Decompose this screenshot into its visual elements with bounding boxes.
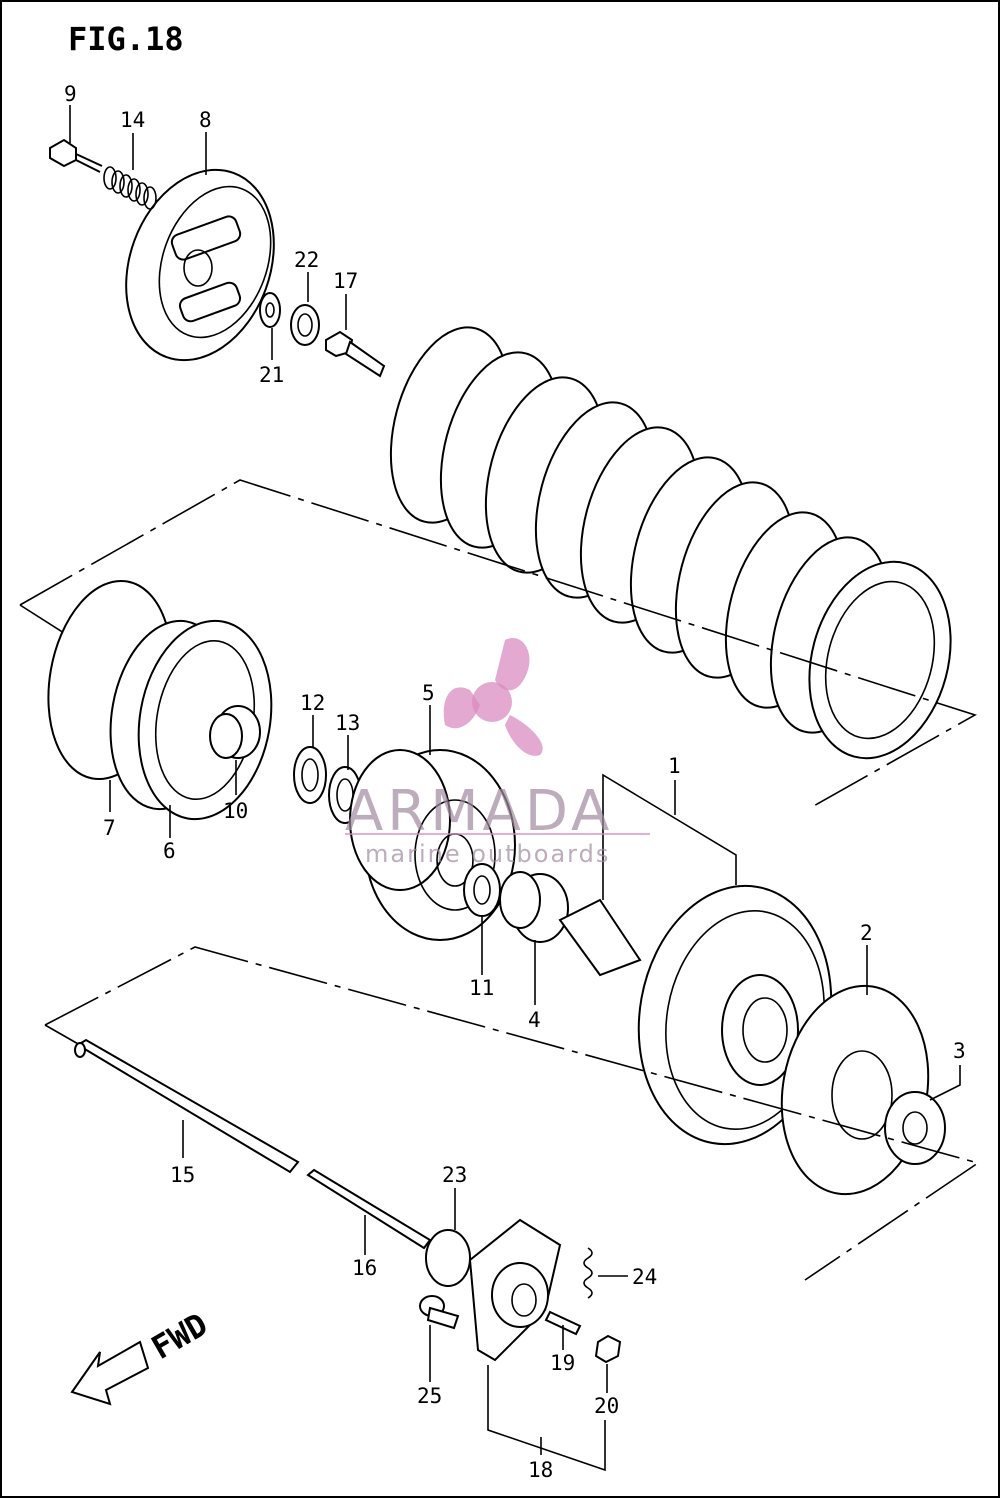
callout-1: 1 [668, 754, 681, 778]
clutch-hub-assembly [293, 746, 569, 943]
callout-24: 24 [632, 1265, 657, 1289]
propeller-logo-icon [443, 638, 543, 756]
callout-20: 20 [594, 1394, 619, 1418]
fwd-label: FWD [145, 1305, 214, 1367]
callout-15: 15 [170, 1163, 195, 1187]
callout-7: 7 [103, 816, 116, 840]
release-mechanism [419, 1218, 622, 1364]
callout-18: 18 [528, 1458, 553, 1482]
callout-16: 16 [352, 1256, 377, 1280]
fwd-arrow: FWD [70, 1305, 214, 1406]
watermark: ARMADA marine outboards [345, 638, 650, 868]
callout-3: 3 [953, 1039, 966, 1063]
pressure-plate-assembly [49, 138, 386, 378]
callout-22: 22 [294, 248, 319, 272]
leader-lines [69, 105, 961, 1472]
callout-5: 5 [422, 681, 435, 705]
callout-2: 2 [860, 921, 873, 945]
primary-driven-gear [558, 884, 946, 1196]
callout-10: 10 [223, 799, 248, 823]
callout-9: 9 [64, 82, 77, 106]
push-rods [74, 1038, 432, 1250]
callout-19: 19 [550, 1351, 575, 1375]
callout-23: 23 [442, 1163, 467, 1187]
callout-13: 13 [335, 711, 360, 735]
watermark-tagline: marine outboards [365, 840, 610, 868]
callout-21: 21 [259, 363, 284, 387]
callout-8: 8 [199, 108, 212, 132]
figure-title: FIG.18 [68, 20, 184, 58]
callout-14: 14 [120, 108, 145, 132]
clutch-plate-stack [389, 326, 952, 760]
callout-11: 11 [469, 976, 494, 1000]
callout-4: 4 [528, 1008, 541, 1032]
callout-12: 12 [300, 691, 325, 715]
callout-17: 17 [333, 269, 358, 293]
left-plate-group [47, 579, 273, 821]
callout-6: 6 [163, 839, 176, 863]
callout-25: 25 [417, 1384, 442, 1408]
